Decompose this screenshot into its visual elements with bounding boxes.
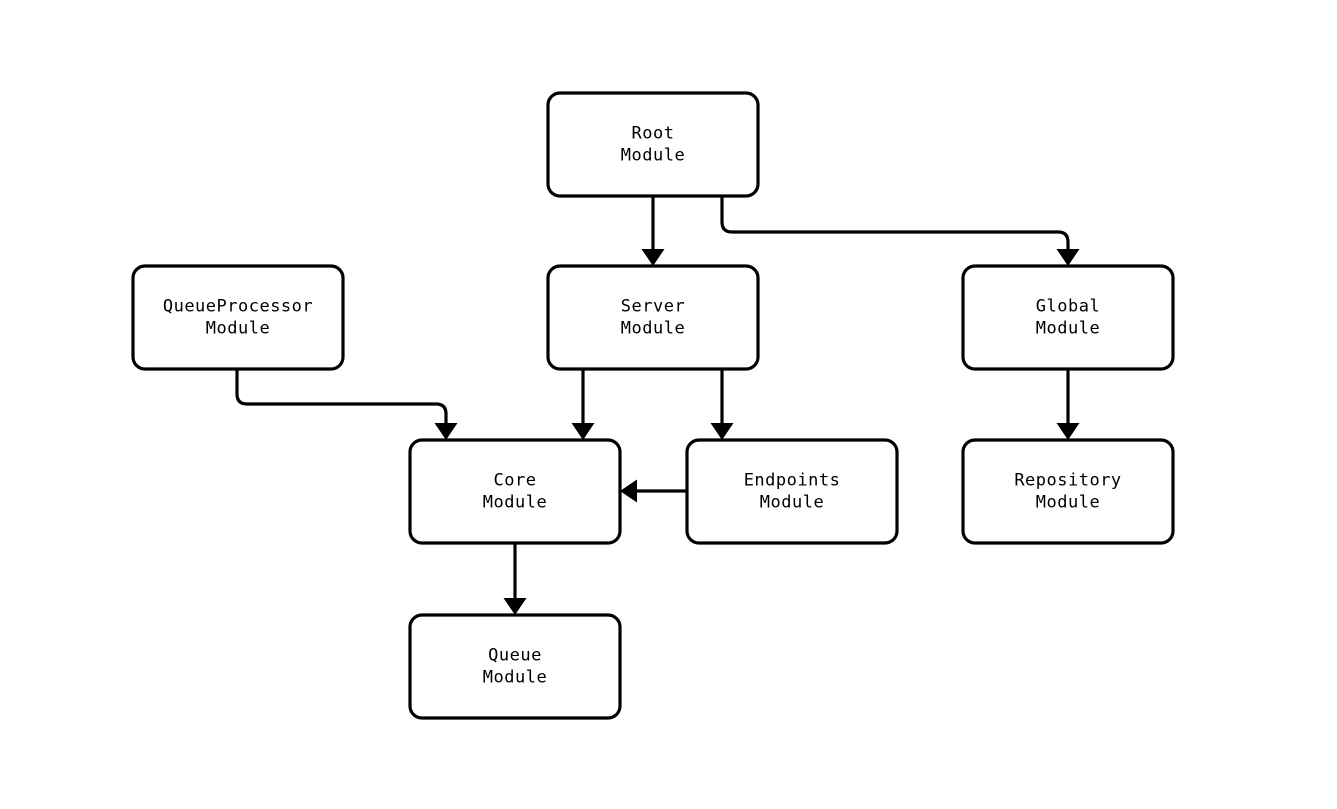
arrowhead-icon [710,423,734,440]
node-label-line1: Global [1036,297,1100,317]
edge-endpoints-core [620,479,687,503]
node-label-line2: Module [206,319,270,339]
nodes-layer: RootModuleQueueProcessorModuleServerModu… [131,91,1175,720]
edge-root-server [641,196,665,266]
node-box[interactable] [408,613,622,720]
arrowhead-icon [1056,423,1080,440]
node-label-line1: Core [494,471,537,491]
node-box[interactable] [961,264,1175,371]
arrowhead-icon [503,598,527,615]
node-label-line1: Root [632,124,675,144]
arrowhead-icon [1056,249,1080,266]
node-box[interactable] [408,438,622,545]
edge-global-repository [1056,369,1080,440]
node-label-line1: Endpoints [744,471,841,491]
edge-server-core [571,369,595,440]
edge-root-global [720,196,1080,266]
arrowhead-icon [434,423,458,440]
node-box[interactable] [685,438,899,545]
edge-server-endpoints [710,369,734,440]
edge-core-queue [503,543,527,615]
node-label-line2: Module [1036,319,1100,339]
edge-line [720,196,1070,258]
arrowhead-icon [620,479,637,503]
node-label-line2: Module [483,493,547,513]
node-label-line1: Server [621,297,685,317]
node-label-line1: QueueProcessor [163,297,313,317]
edges-layer [235,196,1080,615]
node-label-line2: Module [621,319,685,339]
node-box[interactable] [131,264,345,371]
edge-queueprocessor-core [235,369,458,440]
node-label-line1: Queue [488,646,542,666]
node-label-line2: Module [1036,493,1100,513]
node-label-line2: Module [760,493,824,513]
edge-line [235,369,448,432]
node-box[interactable] [546,91,760,198]
node-label-line2: Module [621,146,685,166]
arrowhead-icon [641,249,665,266]
arrowhead-icon [571,423,595,440]
node-label-line1: Repository [1014,471,1121,491]
node-label-line2: Module [483,668,547,688]
node-box[interactable] [961,438,1175,545]
node-box[interactable] [546,264,760,371]
